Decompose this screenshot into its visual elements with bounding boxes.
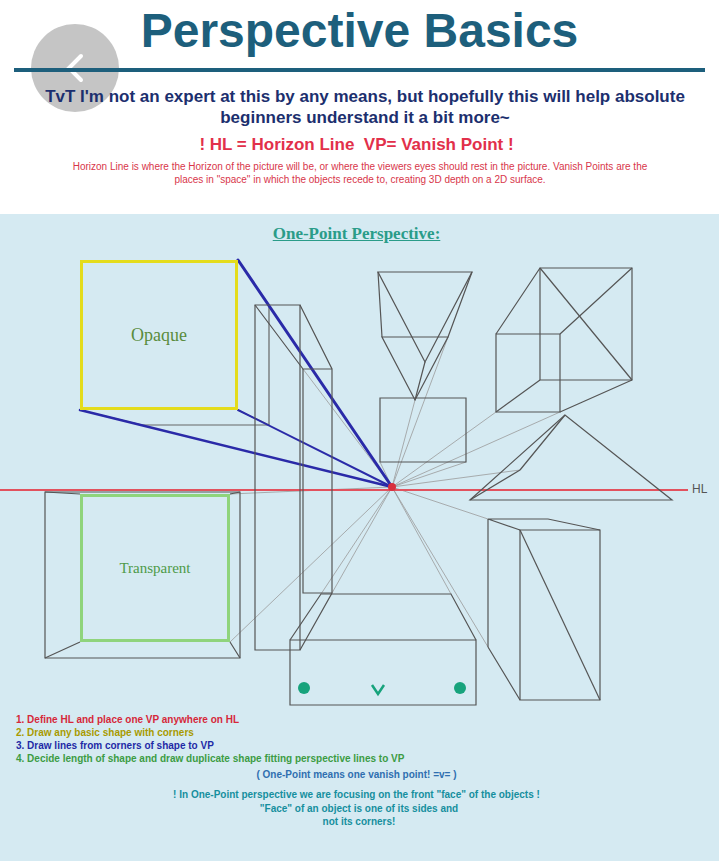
definition-note: Horizon Line is where the Horizon of the…	[60, 160, 660, 186]
sketch-shape	[290, 640, 476, 705]
step-text: 4. Decide length of shape and draw dupli…	[16, 752, 656, 765]
sketch-shape	[470, 415, 672, 500]
perspective-ray	[392, 412, 560, 487]
opaque-cube-sides	[80, 260, 269, 425]
sketch-shape	[520, 530, 600, 700]
vanish-point	[388, 483, 396, 491]
sketch-shape	[380, 398, 466, 462]
perspective-ray	[392, 337, 448, 487]
box-face	[454, 682, 466, 694]
horizon-label: HL	[692, 482, 716, 496]
perspective-ray	[392, 400, 415, 487]
sketch-shape	[470, 415, 565, 500]
sketch-shape	[540, 268, 632, 380]
horizon-line	[0, 489, 688, 491]
sketch-shape	[255, 305, 332, 369]
sketch-shape	[496, 268, 632, 412]
perspective-ray	[392, 487, 451, 594]
sketch-shape	[300, 305, 332, 650]
sketch-shape	[520, 530, 600, 700]
step-text: 3. Draw lines from corners of shape to V…	[16, 739, 656, 752]
shape-label: Opaque	[131, 324, 187, 346]
perspective-ray	[230, 487, 392, 642]
sketch-shape	[290, 594, 476, 640]
page-title: Perspective Basics	[0, 2, 719, 60]
sketch-shape	[45, 268, 672, 705]
footnote: "Face" of an object is one of its sides …	[254, 802, 464, 828]
vanish-line	[238, 410, 392, 487]
step-text: 2. Draw any basic shape with corners	[16, 726, 656, 739]
perspective-ray	[392, 487, 488, 519]
sketch-shape	[496, 334, 560, 412]
perspective-ray	[392, 412, 496, 487]
sketch-shape	[378, 272, 472, 362]
horizon-line	[0, 490, 688, 491]
perspective-ray	[230, 337, 560, 647]
sketch-shape	[45, 492, 240, 658]
intro-note: TvT I'm not an expert at this by any mea…	[20, 86, 710, 128]
sketch-shape	[378, 272, 472, 400]
opaque-cube-sides	[80, 260, 269, 425]
footnote: ( One-Point means one vanish point! =v= …	[0, 768, 716, 781]
sketch-shape	[540, 268, 632, 380]
transparent-square: Transparent	[80, 494, 230, 642]
abbreviation-key: ! HL = Horizon Line VP= Vanish Point !	[0, 134, 716, 155]
vanish-line	[80, 260, 392, 487]
opaque-square: Opaque	[80, 260, 238, 410]
sketch-shape	[382, 337, 448, 400]
footnote: ! In One-Point perspective we are focusi…	[0, 788, 716, 801]
box-face	[298, 682, 310, 694]
perspective-ray	[392, 487, 488, 647]
section-heading: One-Point Perspective:	[0, 223, 716, 244]
panel-background	[0, 214, 719, 861]
sketch-shape	[303, 369, 332, 593]
title-rule	[14, 68, 705, 72]
shape-label: Transparent	[119, 559, 190, 578]
title-rule	[14, 68, 705, 72]
step-text: 1. Define HL and place one VP anywhere o…	[16, 713, 656, 726]
sketch-shape	[488, 519, 600, 700]
panel-background	[0, 214, 719, 861]
perspective-ray	[392, 462, 466, 487]
box-face	[372, 685, 384, 694]
box-face	[298, 682, 466, 694]
sketch-shape	[45, 492, 240, 658]
perspective-ray	[332, 487, 392, 593]
vanish-line	[238, 260, 392, 487]
vanish-line	[80, 410, 392, 487]
vanish-point	[388, 483, 396, 491]
